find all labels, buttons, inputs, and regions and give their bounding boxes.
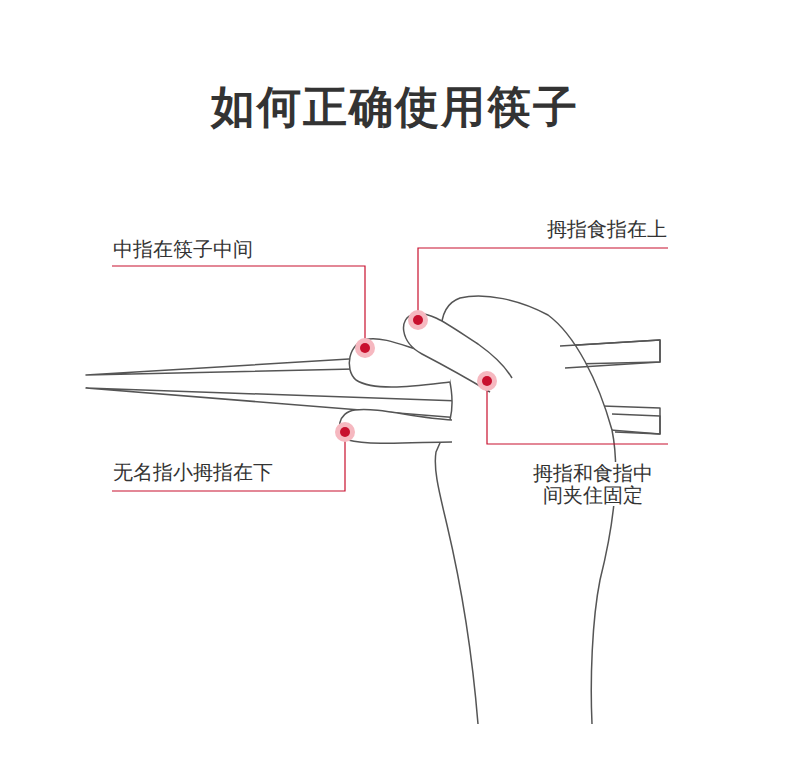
- callout-label: 拇指和食指中 间夹住固定: [529, 462, 657, 506]
- leader-line: [418, 248, 668, 315]
- leader-line: [112, 437, 345, 491]
- ring-finger: [340, 409, 452, 443]
- chopstick-upper-end: [560, 340, 660, 368]
- marker-dot: [413, 315, 423, 325]
- callout-label: 无名指小拇指在下: [112, 461, 274, 483]
- marker-halo: [408, 310, 428, 330]
- leader-line: [487, 386, 668, 444]
- callout-label: 拇指食指在上: [546, 218, 668, 240]
- leader-line: [112, 266, 365, 343]
- marker-dot: [482, 376, 492, 386]
- marker-dot: [360, 343, 370, 353]
- title: 如何正确使用筷子: [0, 78, 790, 137]
- marker-halo: [335, 422, 355, 442]
- chopstick-lower-end: [612, 414, 660, 434]
- marker-dot: [340, 427, 350, 437]
- callout-label: 中指在筷子中间: [112, 238, 254, 260]
- marker-halo: [477, 371, 497, 391]
- marker-halo: [355, 338, 375, 358]
